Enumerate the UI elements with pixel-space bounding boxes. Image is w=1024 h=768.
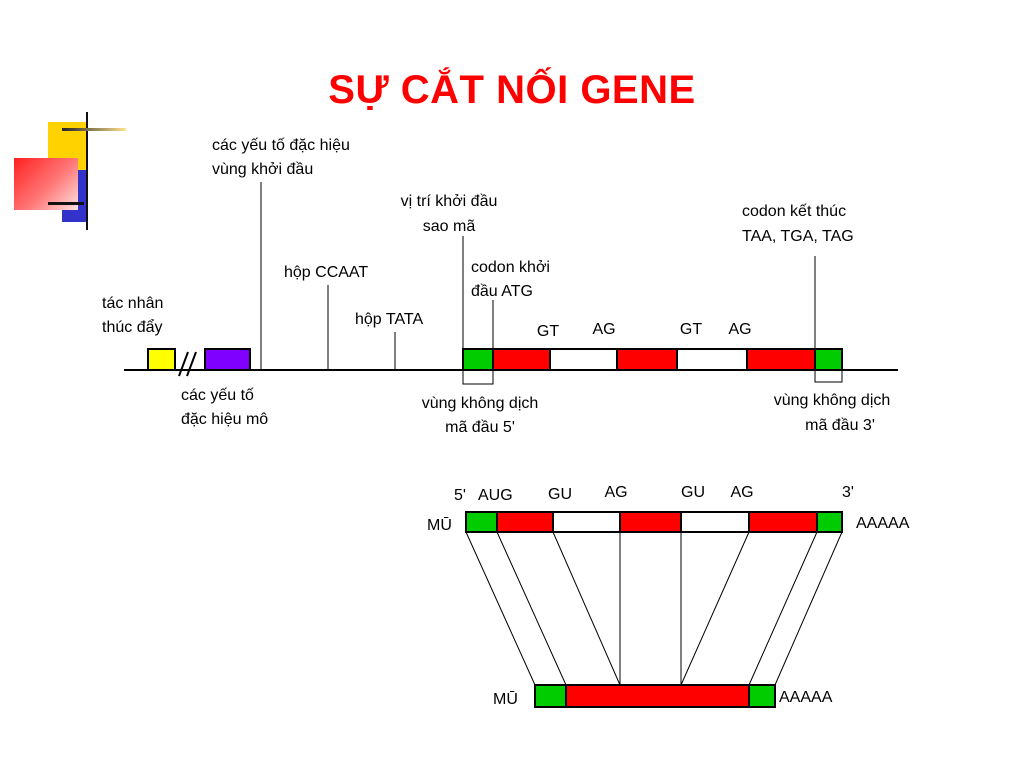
label-stop-codon-1: codon kết thúc [742,203,846,220]
pre-mrna-splice-site-1: GU [548,486,572,503]
splice-connector-lines [465,531,843,686]
label-ccaat: hộp CCAAT [284,264,368,281]
pre-mrna-splice-site-4: AG [730,484,753,501]
utr5-bracket [462,369,494,385]
intron-1 [549,348,618,371]
label-tissue-factors-1: các yếu tố [181,387,254,404]
enhancer-box [147,348,176,371]
utr3-segment [814,348,843,371]
dna-break-mark [178,351,189,377]
label-enhancer-1: tác nhân [102,295,163,312]
pre-mrna-intron-1 [552,511,621,533]
decor-vertical-line [86,112,88,230]
mature-mrna-label: MŪ [493,690,518,708]
gene-splice-site-3: GT [680,321,702,338]
pre-mrna-exon-2 [619,511,682,533]
label-stop-codon-2: TAA, TGA, TAG [742,228,854,245]
label-start-codon-1: codon khởi [471,259,550,276]
pre-mrna-exon-1 [496,511,554,533]
pre-mrna-codon: AUG [478,487,513,504]
pre-mrna-utr3 [816,511,843,533]
pre-mrna-end3: 3' [842,484,854,501]
mature-mrna-exons [565,684,750,708]
label-promoter-specific-2: vùng khởi đầu [212,161,313,178]
pre-mrna-splice-site-3: GU [681,484,705,501]
decor-horizontal-line-top [62,128,126,131]
label-enhancer-2: thúc đẩy [102,318,162,336]
exon-3 [746,348,816,371]
label-utr3-2: mã đầu 3' [805,417,875,434]
exon-1 [492,348,551,371]
gene-splice-site-2: AG [592,321,615,338]
pre-mrna-poly-a: AAAAA [856,515,910,532]
intron-2 [676,348,748,371]
label-tissue-factors-2: đặc hiệu mô [181,411,268,428]
label-transcription-start-2: sao mã [423,218,476,235]
gene-splice-site-4: AG [728,321,751,338]
label-utr5-2: mã đầu 5' [445,419,515,436]
mature-mrna-poly-a: AAAAA [779,689,833,706]
pre-mrna-utr5 [465,511,498,533]
pre-mrna-splice-site-2: AG [604,484,627,501]
label-promoter-specific-1: các yếu tố đặc hiệu [212,137,350,154]
decor-red-gradient-square [14,158,78,210]
label-utr3-1: vùng không dịch [774,392,891,409]
label-tata: hộp TATA [355,311,424,328]
pre-mrna-exon-3 [748,511,818,533]
label-start-codon-2: đầu ATG [471,283,533,300]
utr5-segment [462,348,494,371]
pre-mrna-end5: 5' [454,487,466,504]
decor-horizontal-line-bottom [48,202,84,205]
dna-break-mark [186,351,197,377]
mature-mrna-utr3 [748,684,776,708]
pre-mrna-label: MŪ [427,516,452,534]
label-utr5-1: vùng không dịch [422,395,539,412]
label-transcription-start-1: vị trí khởi đầu [401,193,498,210]
gene-splice-site-1: GT [537,323,559,340]
page-title: SỰ CẮT NỐI GENE [328,68,696,112]
pre-mrna-intron-2 [680,511,750,533]
exon-2 [616,348,678,371]
utr3-bracket [814,369,843,383]
mature-mrna-utr5 [534,684,567,708]
tissue-factor-box [204,348,251,371]
